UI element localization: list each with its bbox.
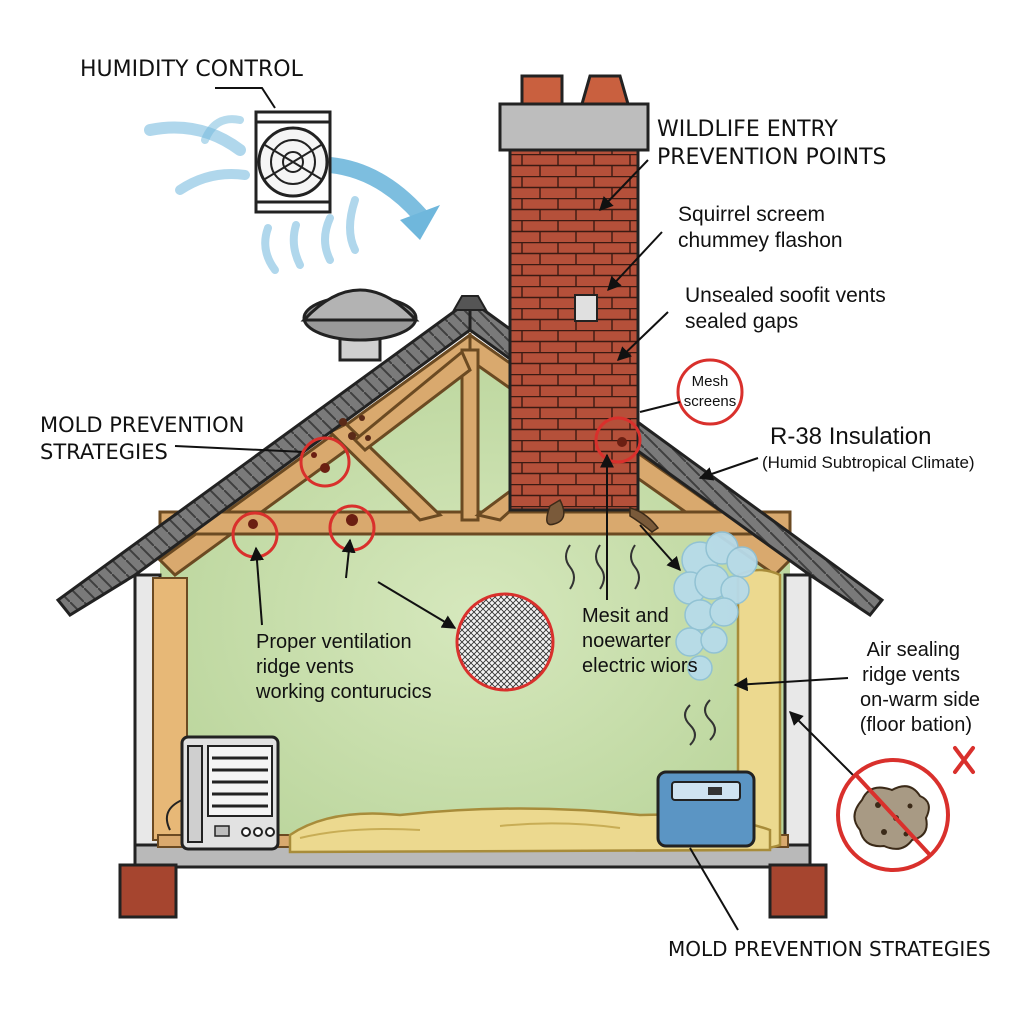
- air-sealing-pointer: [733, 677, 849, 692]
- ventilation-line1: Proper ventilation: [256, 631, 412, 653]
- foundation-right: [768, 863, 828, 919]
- ventilation-line2: ridge vents: [256, 656, 354, 678]
- mesh-wires-label-group: Mesit and noewarter electric wiors: [582, 605, 698, 677]
- mold-left-pointer: [174, 445, 306, 453]
- humidity-leader-line: [215, 87, 276, 109]
- mesh-screen-icon: [377, 581, 555, 692]
- air-sealing-line4: (floor bation): [860, 714, 972, 736]
- mesh-screens-line1: Mesh: [692, 373, 729, 390]
- mesh-wires-line1: Mesit and: [582, 605, 669, 627]
- mold-left-group: MOLD PREVENTION STRATEGIES: [40, 413, 306, 464]
- air-sealing-line1: Air sealing: [867, 639, 960, 661]
- wildlife-title-line1: WILDLIFE ENTRY: [657, 117, 838, 142]
- squirrel-label-line2: chummey flashon: [678, 229, 843, 252]
- attic-fan-icon: [254, 110, 332, 214]
- insulation-title: R-38 Insulation: [770, 423, 931, 450]
- insulation-pointer: [698, 457, 759, 481]
- blown-insulation-cloud: [673, 531, 758, 681]
- squirrel-label-line1: Squirrel screem: [678, 203, 825, 226]
- soffit-pointer: [616, 311, 669, 361]
- mold-bottom-label: MOLD PREVENTION STRATEGIES: [668, 937, 991, 961]
- airflow-arrow-icon: [144, 115, 428, 274]
- air-sealing-line2: ridge vents: [862, 664, 960, 686]
- red-x-icon: [953, 746, 975, 774]
- chimney-flue-right: [580, 74, 630, 106]
- mold-left-line2: STRATEGIES: [40, 440, 168, 464]
- ventilation-label-group: Proper ventilation ridge vents working c…: [255, 631, 432, 703]
- chimney-cap: [498, 102, 650, 152]
- mesh-screens-pointer: [639, 401, 681, 413]
- house-structure: [55, 74, 885, 919]
- brick-chimney-icon: [508, 148, 640, 512]
- chimney-mold-drips: [546, 498, 660, 533]
- mesh-screen-pointer: [377, 581, 457, 629]
- chimney: [498, 74, 650, 512]
- chimney-flue-left: [520, 74, 564, 106]
- air-sealing-line3: on-warm side: [860, 689, 980, 711]
- mesh-wires-line3: electric wiors: [582, 655, 698, 677]
- insulation-subtitle: (Humid Subtropical Climate): [762, 453, 975, 472]
- squirrel-pointer: [607, 231, 663, 292]
- roof-turbine-vent-icon: [300, 288, 420, 362]
- mesh-wires-line2: noewarter: [582, 630, 671, 652]
- airflow-big-arrowhead: [400, 205, 440, 240]
- foundation-left: [118, 863, 178, 919]
- mold-spot-marker-icon: [299, 436, 351, 488]
- humidity-control-label: HUMIDITY CONTROL: [80, 57, 304, 82]
- mesh-screens-line2: screens: [684, 393, 737, 410]
- marker-arrow-left: [250, 546, 264, 626]
- ventilation-line3: working conturucics: [255, 681, 432, 703]
- roof-ridge-cap: [452, 295, 488, 311]
- air-sealing-group: Air sealing ridge vents on-warm side (fl…: [733, 639, 980, 781]
- mold-spot-cluster: [339, 415, 371, 441]
- insulation-arrow: [639, 524, 681, 572]
- marker-arrow-mid: [341, 538, 356, 579]
- humidifier-icon: [656, 770, 756, 931]
- insulation-label-group: R-38 Insulation (Humid Subtropical Clima…: [698, 423, 975, 481]
- mesh-screens-badge: [676, 358, 744, 426]
- mold-prohibited-icon: [836, 758, 950, 872]
- soffit-label-line2: sealed gaps: [685, 310, 798, 333]
- wildlife-pointer: [599, 159, 649, 212]
- wall-pointer: [789, 711, 859, 781]
- mold-spot-markers: [231, 415, 642, 626]
- dehumidifier-icon: [166, 735, 280, 851]
- soffit-label-line1: Unsealed soofit vents: [685, 284, 886, 307]
- chimney-vent-square: [574, 294, 598, 322]
- mold-spot-marker-icon: [594, 416, 642, 464]
- mold-left-line1: MOLD PREVENTION: [40, 413, 244, 437]
- wildlife-entry-group: WILDLIFE ENTRY PREVENTION POINTS Squirre…: [599, 117, 887, 426]
- wildlife-title-line2: PREVENTION POINTS: [657, 145, 887, 170]
- humidity-control-group: HUMIDITY CONTROL: [80, 57, 440, 274]
- moisture-wisps: [565, 544, 716, 746]
